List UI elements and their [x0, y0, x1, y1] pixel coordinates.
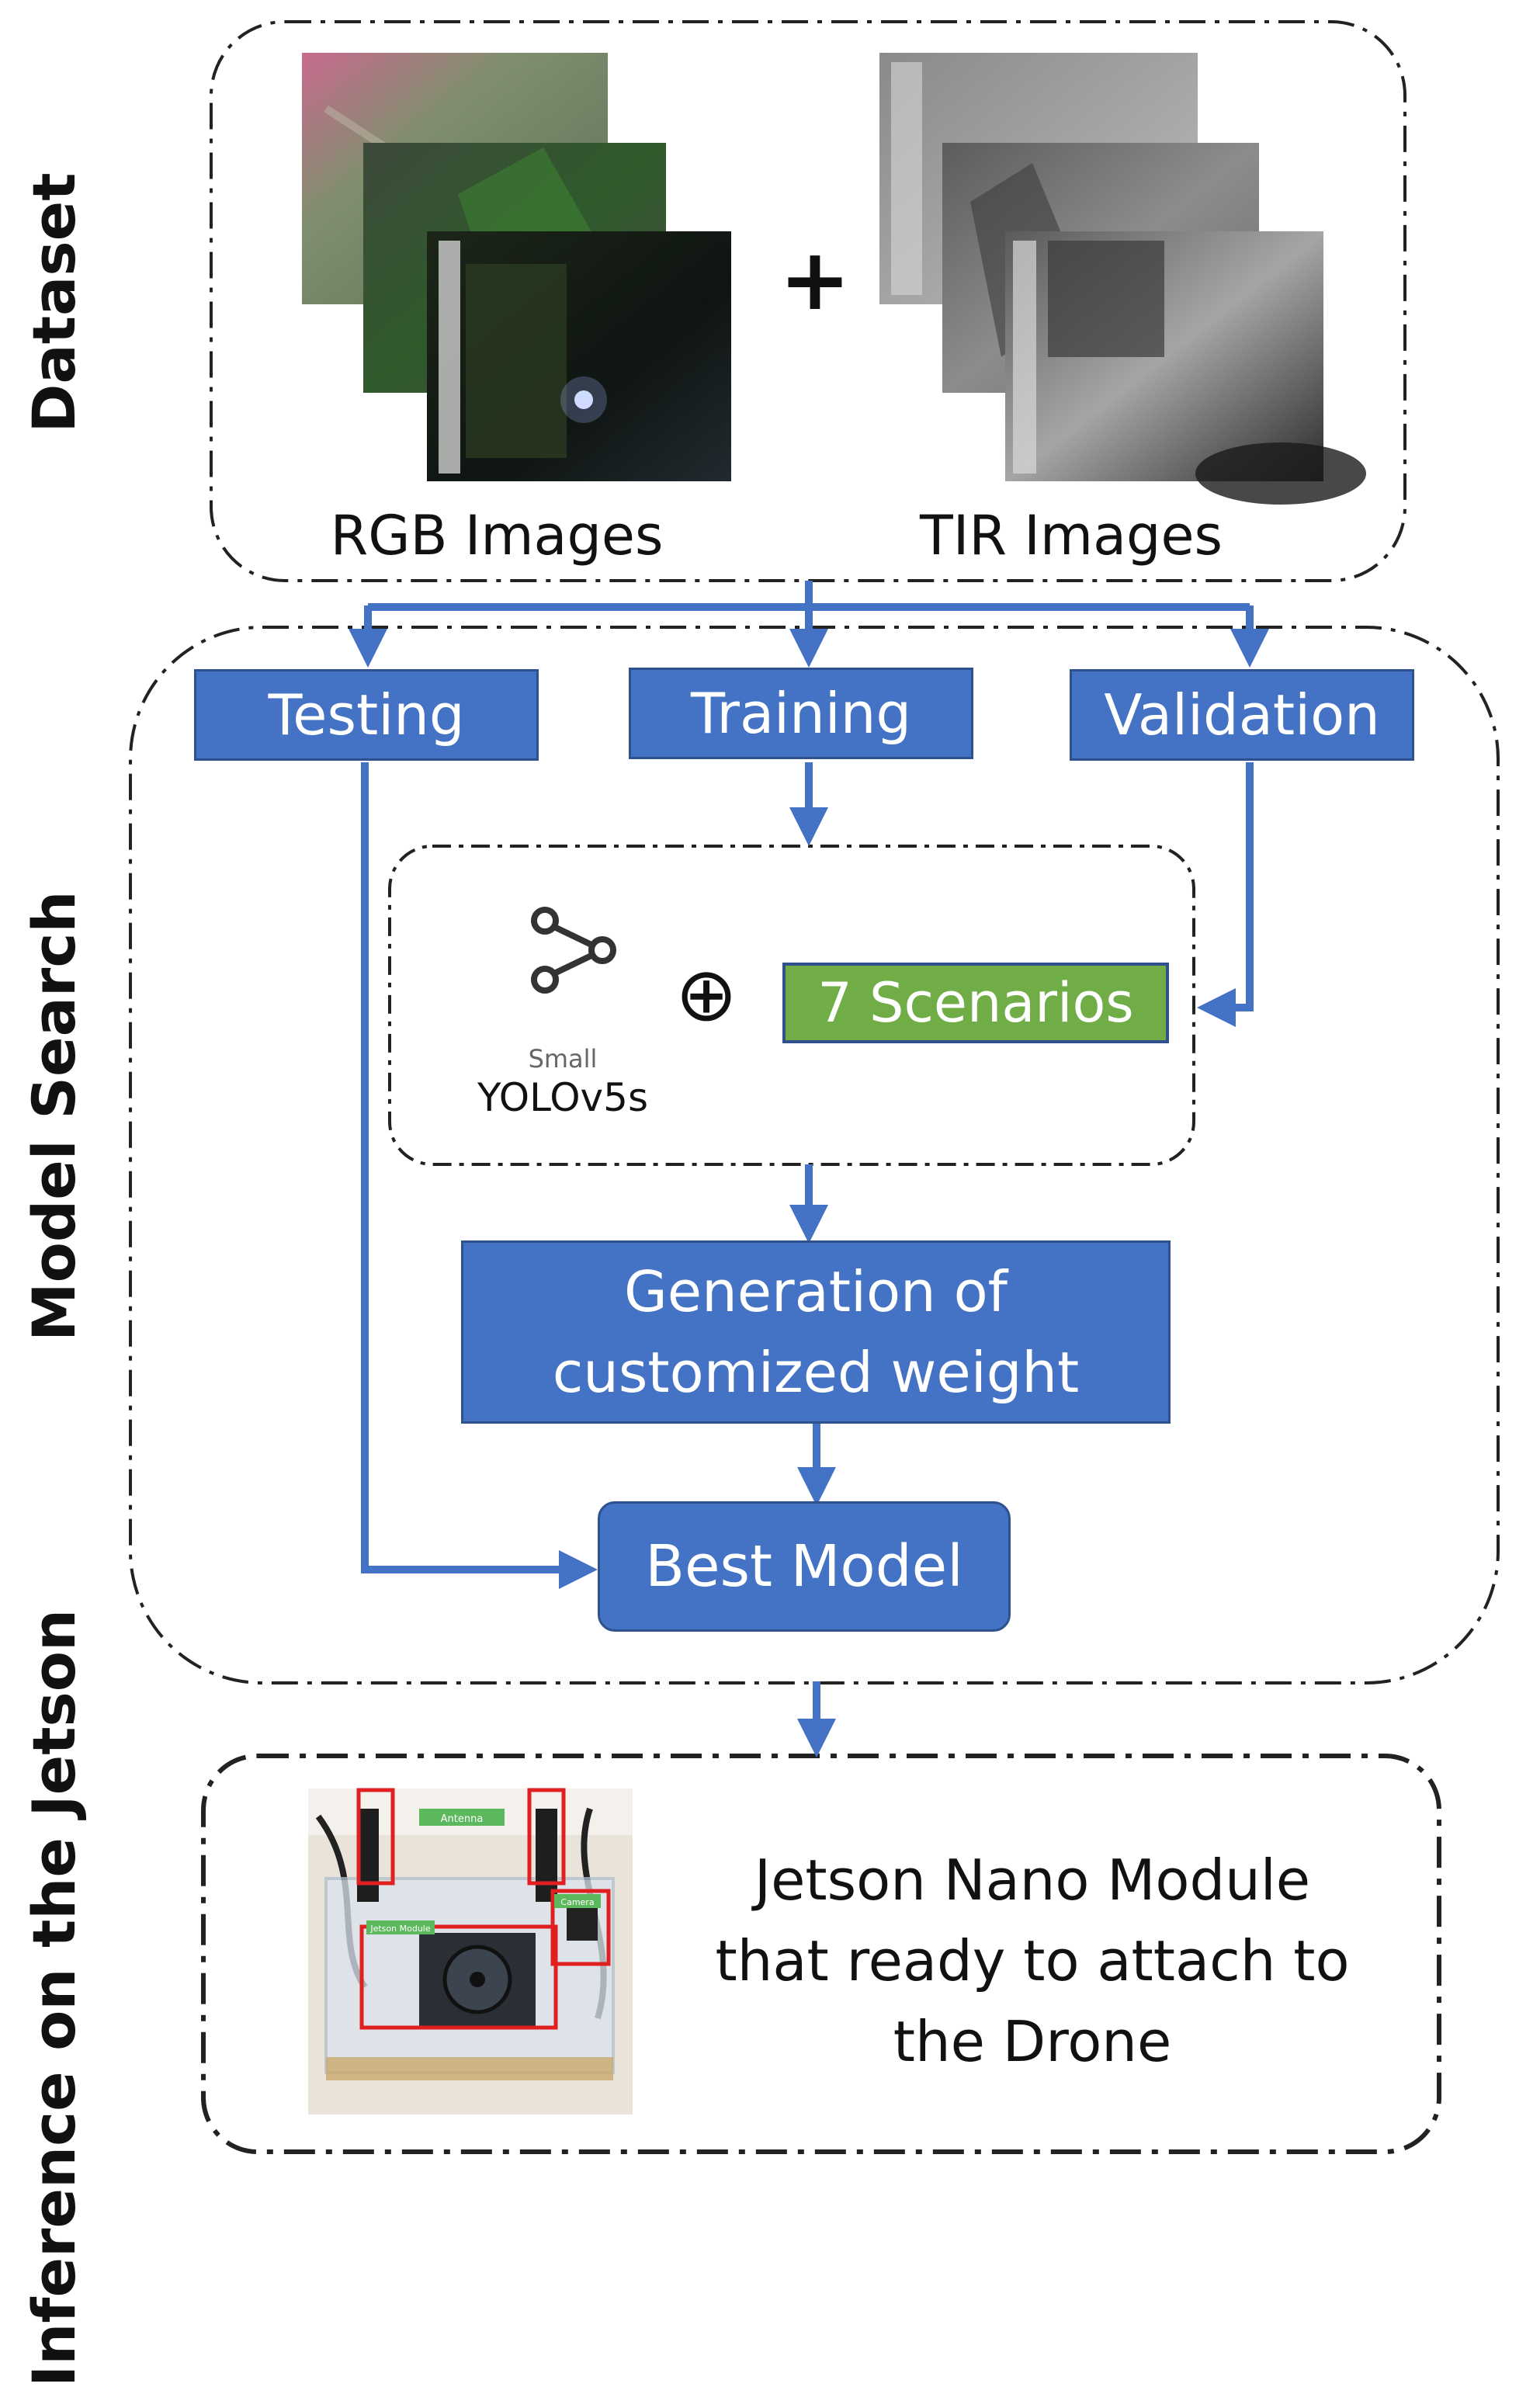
yolo-network-icon [531, 907, 616, 994]
best-model-box: Best Model [598, 1501, 1011, 1632]
section-label-model-search: Model Search [19, 890, 88, 1341]
yolo-model-name: YOLOv5s [477, 1075, 649, 1120]
yolo-size-label: Small [528, 1044, 598, 1074]
jetson-description-line-1: Jetson Nano Module [754, 1847, 1311, 1913]
validation-to-scenarios-arrow [1197, 762, 1254, 1027]
section-label-inference: Inference on the Jetson [19, 1608, 88, 2387]
generation-box: Generation of customized weight [461, 1240, 1171, 1424]
training-box: Training [629, 668, 973, 759]
tir-image-stack [879, 53, 1366, 505]
jetson-description: Jetson Nano Module that ready to attach … [683, 1840, 1382, 2082]
jetson-description-line-2: that ready to attach to [715, 1928, 1350, 1993]
inference-section-frame [201, 1754, 1441, 2154]
scenarios-box: 7 Scenarios [782, 963, 1169, 1043]
section-label-dataset: Dataset [19, 172, 88, 433]
plus-sign: + [779, 230, 852, 329]
photo-tag-antenna: Antenna [441, 1813, 484, 1825]
photo-tag-jetson-module: Jetson Module [369, 1924, 430, 1934]
yolo-subframe [388, 845, 1195, 1166]
combine-operator-icon: ⊕ [675, 951, 738, 1038]
testing-box: Testing [194, 669, 539, 761]
photo-tag-camera: Camera [560, 1897, 594, 1907]
model-search-section-frame [129, 626, 1500, 1684]
generation-line-2: customized weight [552, 1340, 1080, 1405]
jetson-description-line-3: the Drone [893, 2009, 1172, 2074]
tir-images-label: TIR Images [920, 504, 1223, 567]
generation-line-1: Generation of [624, 1259, 1008, 1324]
validation-box: Validation [1070, 669, 1414, 761]
rgb-images-label: RGB Images [330, 504, 664, 567]
testing-to-best-model-arrow [361, 762, 598, 1589]
jetson-photo: Antenna Jetson Module Camera [308, 1788, 633, 2115]
rgb-image-stack [302, 53, 731, 481]
